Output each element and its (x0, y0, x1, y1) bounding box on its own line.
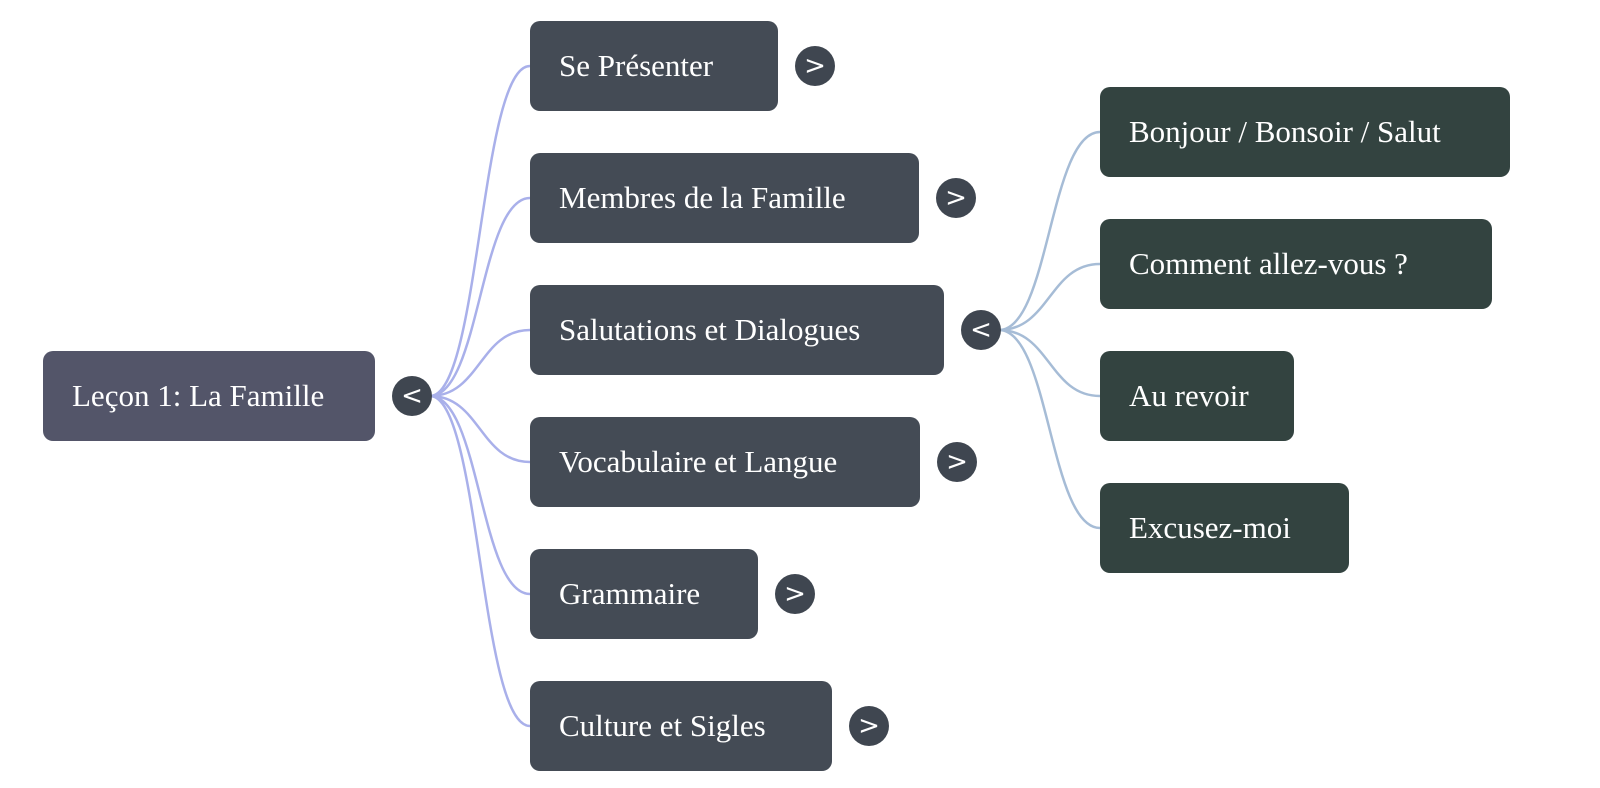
topic-label: Culture et Sigles (559, 708, 766, 743)
subtopic-label: Comment allez-vous ? (1129, 246, 1408, 281)
expand-vocabulaire-toggle[interactable]: > (937, 442, 977, 482)
subtopic-connector-2 (998, 328, 1101, 398)
subtopic-label: Bonjour / Bonsoir / Salut (1129, 114, 1441, 149)
subtopic-label: Excusez-moi (1129, 510, 1291, 545)
collapse-root-toggle[interactable]: < (392, 376, 432, 416)
topic-label: Se Présenter (559, 48, 714, 83)
topic-label: Vocabulaire et Langue (559, 444, 838, 479)
topic-node-membres-de-la-famille[interactable]: Membres de la Famille (530, 153, 919, 243)
topic-node-culture-et-sigles[interactable]: Culture et Sigles (530, 681, 832, 771)
topic-node-salutations-et-dialogues[interactable]: Salutations et Dialogues (530, 285, 944, 375)
root-node-lecon-1[interactable]: Leçon 1: La Famille (43, 351, 375, 441)
subtopic-connector-0 (998, 130, 1101, 332)
subtopic-node-comment-allez-vous[interactable]: Comment allez-vous ? (1100, 219, 1492, 309)
root-connector-1 (429, 196, 531, 398)
topic-node-grammaire[interactable]: Grammaire (530, 549, 758, 639)
expand-membres-toggle[interactable]: > (936, 178, 976, 218)
root-connector-5 (429, 394, 531, 728)
subtopic-connector-3 (998, 328, 1101, 530)
root-node-label: Leçon 1: La Famille (72, 378, 325, 413)
root-connector-3 (429, 394, 531, 464)
subtopic-node-au-revoir[interactable]: Au revoir (1100, 351, 1294, 441)
topic-label: Grammaire (559, 576, 701, 611)
subtopic-node-excusez-moi[interactable]: Excusez-moi (1100, 483, 1349, 573)
root-connector-0 (429, 64, 531, 398)
subtopic-label: Au revoir (1129, 378, 1249, 413)
expand-grammaire-toggle[interactable]: > (775, 574, 815, 614)
root-connector-2 (429, 328, 531, 398)
collapse-salutations-toggle[interactable]: < (961, 310, 1001, 350)
topic-label: Salutations et Dialogues (559, 312, 861, 347)
subtopic-connector-1 (998, 262, 1101, 332)
topic-label: Membres de la Famille (559, 180, 846, 215)
root-connector-4 (429, 394, 531, 596)
expand-se-presenter-toggle[interactable]: > (795, 46, 835, 86)
expand-culture-toggle[interactable]: > (849, 706, 889, 746)
subtopic-node-bonjour[interactable]: Bonjour / Bonsoir / Salut (1100, 87, 1510, 177)
topic-node-vocabulaire-et-langue[interactable]: Vocabulaire et Langue (530, 417, 920, 507)
topic-node-se-presenter[interactable]: Se Présenter (530, 21, 778, 111)
